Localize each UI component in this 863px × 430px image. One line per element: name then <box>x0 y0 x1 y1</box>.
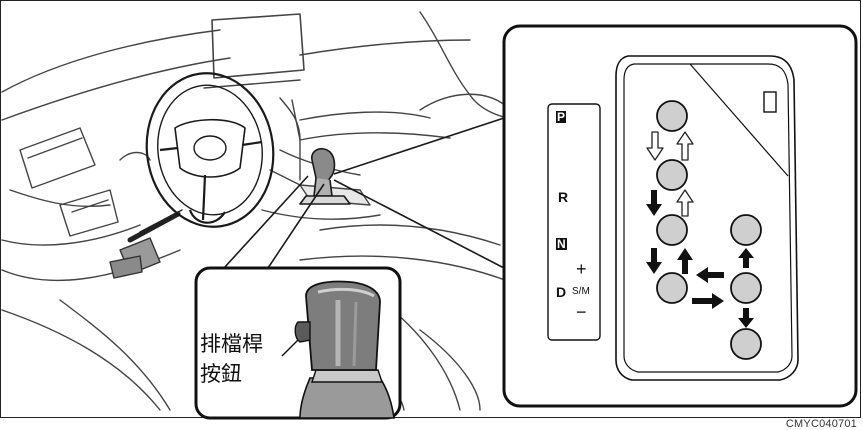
solid-arrow-sm-to-d <box>696 267 724 283</box>
shift-button-label-line1: 排檔桿 <box>200 332 263 356</box>
gate-d-circle <box>656 272 688 304</box>
hollow-arrow-down <box>646 131 664 161</box>
gate-positions <box>656 100 762 360</box>
gate-label-plus: + <box>576 259 587 279</box>
gate-panel-callout <box>502 24 858 408</box>
knob-callout <box>194 266 402 420</box>
solid-arrow-d-to-sm <box>692 293 724 309</box>
figure-code: CMYC040701 <box>785 418 857 430</box>
gate-label-r: R <box>558 189 569 205</box>
gate-label-d: D <box>556 284 567 300</box>
gate-sm-circle <box>730 272 762 304</box>
shift-button-label-line2: 按鈕 <box>200 362 242 386</box>
solid-arrow-r-to-n <box>646 190 662 216</box>
steering-wheel <box>145 72 275 228</box>
solid-arrow-d-to-n <box>677 248 693 274</box>
gate-plus-circle <box>730 214 762 246</box>
gate-label-n: N <box>556 237 567 251</box>
gate-minus-circle <box>730 328 762 360</box>
gate-n-circle <box>656 214 688 246</box>
gate-p-circle <box>656 100 688 132</box>
gate-r-circle <box>656 159 688 191</box>
leader-lines <box>223 117 505 269</box>
solid-arrow-up-plus <box>738 248 754 268</box>
gate-label-minus: − <box>576 302 587 322</box>
figure-frame <box>0 0 861 418</box>
solid-arrow-down-minus <box>738 308 754 328</box>
solid-arrows <box>646 190 754 328</box>
hollow-arrow-up-1 <box>676 131 694 161</box>
gate-label-sm: S/M <box>572 286 590 297</box>
interior-sketch <box>1 11 521 411</box>
gate-label-p: P <box>556 110 567 124</box>
hollow-arrows <box>646 131 694 217</box>
solid-arrow-n-to-d <box>646 248 662 274</box>
hollow-arrow-up-2 <box>676 189 694 217</box>
